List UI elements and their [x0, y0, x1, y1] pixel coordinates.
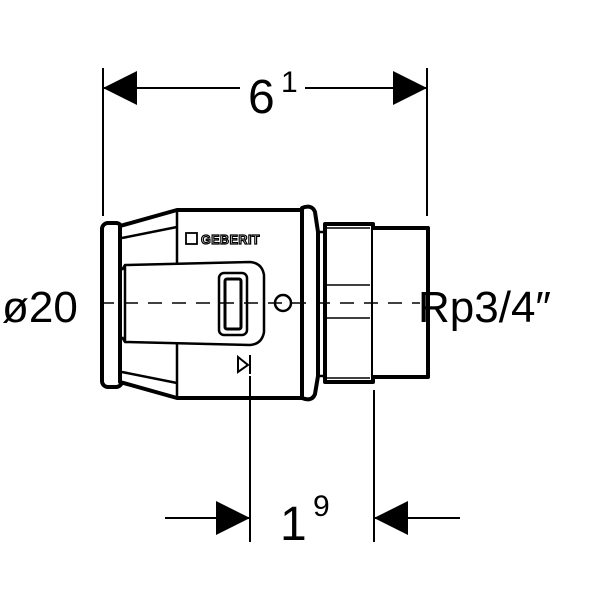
- pipe-diameter-label: ø20: [2, 283, 78, 332]
- fitting-body: [100, 204, 430, 402]
- thread-label: Rp3/4″: [418, 283, 551, 332]
- insertion-mark-icon: [237, 354, 251, 374]
- insertion-depth-value: 1: [280, 498, 307, 551]
- svg-text:GEBERIT: GEBERIT: [201, 233, 260, 247]
- overall-length-dimension: [102, 68, 428, 216]
- overall-length-superscript: 1: [281, 66, 298, 99]
- overall-length-value: 6: [248, 71, 275, 124]
- geberit-logo: GEBERIT: [185, 232, 260, 248]
- insertion-depth-superscript: 9: [313, 490, 330, 523]
- insertion-depth-dimension: [165, 376, 460, 542]
